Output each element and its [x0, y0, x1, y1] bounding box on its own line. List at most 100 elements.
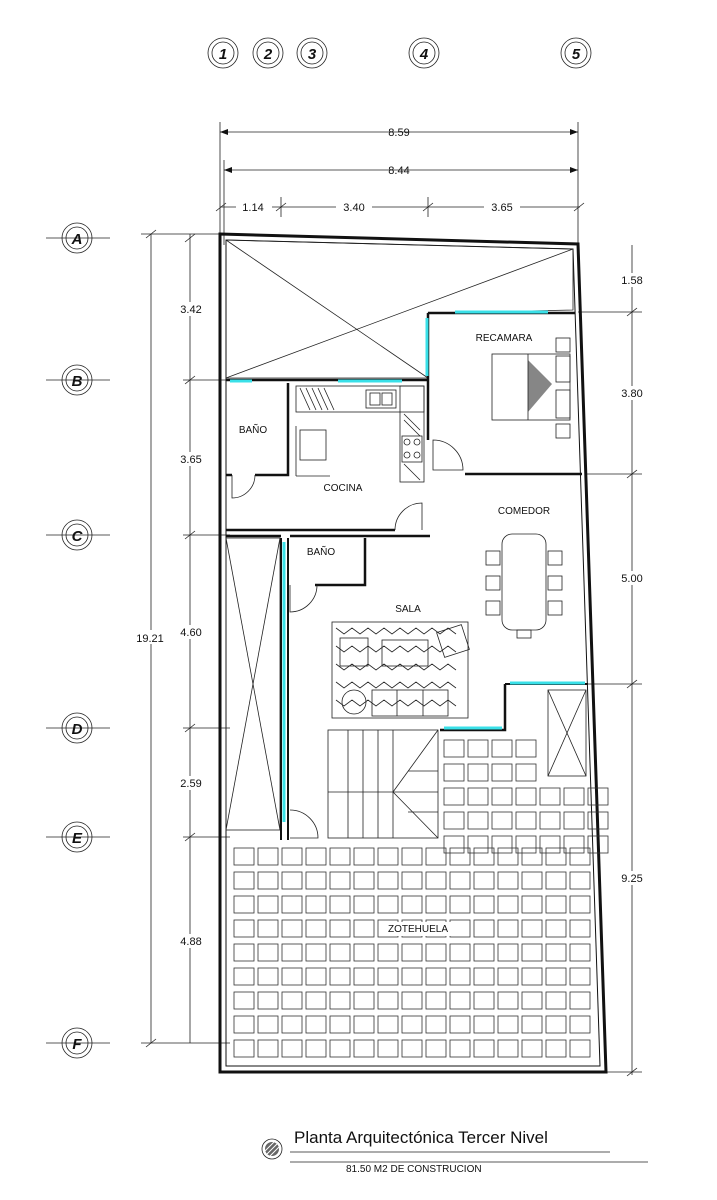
patio-tile [353, 847, 375, 866]
windows [230, 310, 585, 822]
nightstand-2 [555, 423, 571, 439]
patio-tile [401, 1039, 423, 1058]
living-furniture [331, 621, 470, 719]
dim-seg-2: 3.40 [343, 202, 364, 214]
patio-tile [425, 1015, 447, 1034]
label-cocina: COCINA [324, 483, 363, 494]
patio-tile [443, 739, 465, 758]
doors [231, 439, 464, 839]
patio-tile [257, 1015, 279, 1034]
patio-tile [257, 919, 279, 938]
axis-bubble-3: 3 [296, 37, 328, 69]
plan-title: Planta Arquitectónica Tercer Nivel [294, 1128, 548, 1147]
axis-label-B: B [72, 373, 83, 390]
patio-tile [377, 991, 399, 1010]
patio-tile [281, 919, 303, 938]
patio-tile [305, 967, 327, 986]
patio-tile [515, 787, 537, 806]
patio-tile [473, 919, 495, 938]
patio-tile [539, 835, 561, 854]
patio-tile [569, 871, 591, 890]
armchair-1 [339, 637, 369, 667]
dining-table [501, 533, 547, 631]
title-marker-icon [261, 1138, 283, 1160]
dim-inner-width: 8.44 [388, 165, 409, 177]
door-bano2 [289, 584, 318, 613]
patio-tile [377, 847, 399, 866]
patio-tile [305, 1015, 327, 1034]
patio-tile [497, 895, 519, 914]
patio-tile [305, 919, 327, 938]
patio-tile [497, 919, 519, 938]
patio-tile [281, 943, 303, 962]
sink [365, 389, 397, 409]
patio-tile [443, 763, 465, 782]
patio-tile [587, 835, 609, 854]
patio-tile [401, 895, 423, 914]
dining-furniture [485, 533, 563, 639]
patio-tile [425, 847, 447, 866]
patio-tile [305, 895, 327, 914]
patio-tile [563, 787, 585, 806]
patio-tile [545, 967, 567, 986]
patio-tile [257, 895, 279, 914]
patio-tile [473, 1039, 495, 1058]
patio-tile [569, 919, 591, 938]
patio-tile [473, 991, 495, 1010]
patio-tile [425, 871, 447, 890]
patio-tile [497, 967, 519, 986]
patio-tile [515, 835, 537, 854]
label-recamara: RECAMARA [476, 333, 533, 344]
patio-tile [539, 787, 561, 806]
patio-tile [353, 967, 375, 986]
axis-bubbles-side: A B C D E F [46, 222, 110, 1059]
patio-tile [353, 1015, 375, 1034]
patio-tile [545, 1039, 567, 1058]
void-area-top [225, 239, 574, 379]
room-labels: RECAMARA BAÑO COCINA COMEDOR BAÑO SALA Z… [239, 333, 550, 936]
patio-tile [401, 871, 423, 890]
patio-tile [491, 787, 513, 806]
patio-tile [521, 895, 543, 914]
patio-tile [233, 943, 255, 962]
axis-bubbles-top: 1 2 3 4 5 [207, 37, 592, 69]
patio-tile [545, 943, 567, 962]
sofa [371, 689, 449, 717]
patio-tile [473, 1015, 495, 1034]
patio-tile [515, 763, 537, 782]
patio-tile [569, 1039, 591, 1058]
patio-tile [329, 1015, 351, 1034]
patio-tile [545, 919, 567, 938]
label-sala: SALA [395, 604, 421, 615]
patio-tile [491, 811, 513, 830]
patio-tile [233, 847, 255, 866]
side-table [341, 689, 367, 715]
patio-tile [587, 811, 609, 830]
patio-tile [233, 871, 255, 890]
axis-bubble-A: A [46, 222, 110, 254]
patio-tile [257, 847, 279, 866]
hatch-counter [299, 387, 421, 481]
patio-tile [353, 1039, 375, 1058]
patio-tile [401, 967, 423, 986]
patio-tile [233, 1015, 255, 1034]
patio-tile [545, 871, 567, 890]
patio-tile [569, 1015, 591, 1034]
patio-tile [545, 991, 567, 1010]
patio-tile [473, 943, 495, 962]
patio-tile [377, 1015, 399, 1034]
patio-tile [467, 739, 489, 758]
patio-tile [425, 967, 447, 986]
patio-tile [353, 991, 375, 1010]
patio-tile [491, 763, 513, 782]
axis-bubble-4: 4 [408, 37, 440, 69]
axis-label-D: D [72, 721, 83, 738]
patio-tile [563, 835, 585, 854]
dim-total-height: 19.21 [136, 633, 164, 645]
patio-tile [449, 895, 471, 914]
patio-tile [497, 1015, 519, 1034]
patio-tile [497, 871, 519, 890]
dim-right-2: 3.80 [621, 388, 642, 400]
patio-tile [563, 811, 585, 830]
